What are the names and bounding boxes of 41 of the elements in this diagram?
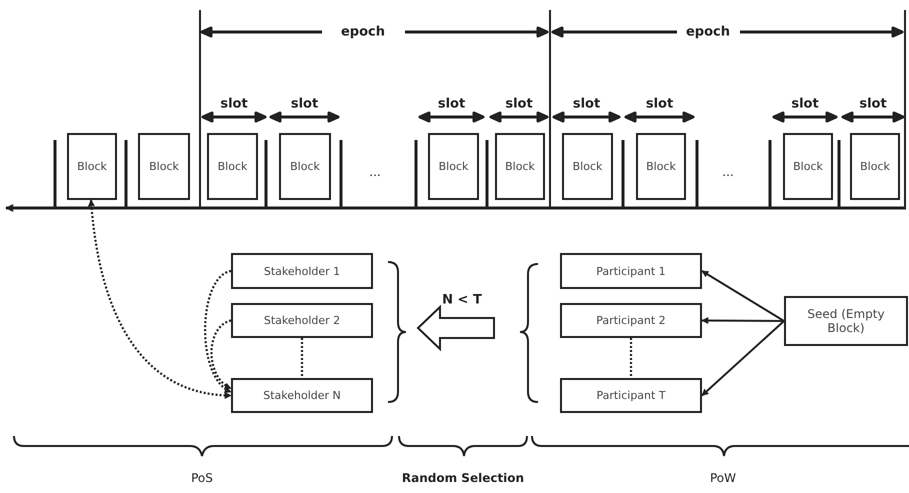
arrow: [88, 199, 232, 399]
block-box: Block: [138, 133, 190, 200]
block-box: Block: [279, 133, 331, 200]
dimension-label: epoch: [341, 24, 385, 40]
dimension-label: slot: [572, 96, 600, 112]
participant-box: Participant 2: [560, 303, 702, 338]
arrow: [204, 270, 232, 393]
stakeholder-box: Stakeholder 2: [231, 303, 373, 338]
block-box: Block: [428, 133, 479, 200]
dimension-label: slot: [859, 96, 887, 112]
dimension-label: slot: [220, 96, 248, 112]
connector-line: [300, 338, 304, 378]
arrow: [701, 270, 785, 322]
arrow: [701, 317, 784, 324]
participant-box: Participant T: [560, 378, 702, 413]
connector-line: [630, 338, 632, 378]
stakeholder-box: Stakeholder N: [231, 378, 373, 413]
dimension-label: epoch: [686, 24, 730, 40]
ellipsis: ...: [369, 165, 381, 179]
section-label: PoS: [191, 471, 213, 485]
ellipsis: ...: [722, 165, 734, 179]
participant-box: Participant 1: [560, 253, 702, 289]
dimension-label: slot: [646, 96, 674, 112]
arrow: [210, 319, 232, 390]
dimension-label: slot: [791, 96, 819, 112]
block-box: Block: [850, 133, 900, 200]
block-box: Block: [783, 133, 833, 200]
block-box: Block: [562, 133, 613, 200]
condition-label: N < T: [442, 292, 482, 308]
block-box: Block: [67, 133, 117, 200]
seed-box: Seed (Empty Block): [784, 296, 908, 346]
section-label: Random Selection: [402, 471, 524, 485]
dimension-label: slot: [438, 96, 466, 112]
section-label: PoW: [710, 471, 736, 485]
block-box: Block: [207, 133, 258, 200]
block-box: Block: [495, 133, 545, 200]
block-box: Block: [636, 133, 686, 200]
arrow: [701, 320, 785, 396]
dimension-label: slot: [505, 96, 533, 112]
dimension-label: slot: [290, 96, 318, 112]
stakeholder-box: Stakeholder 1: [231, 253, 373, 289]
